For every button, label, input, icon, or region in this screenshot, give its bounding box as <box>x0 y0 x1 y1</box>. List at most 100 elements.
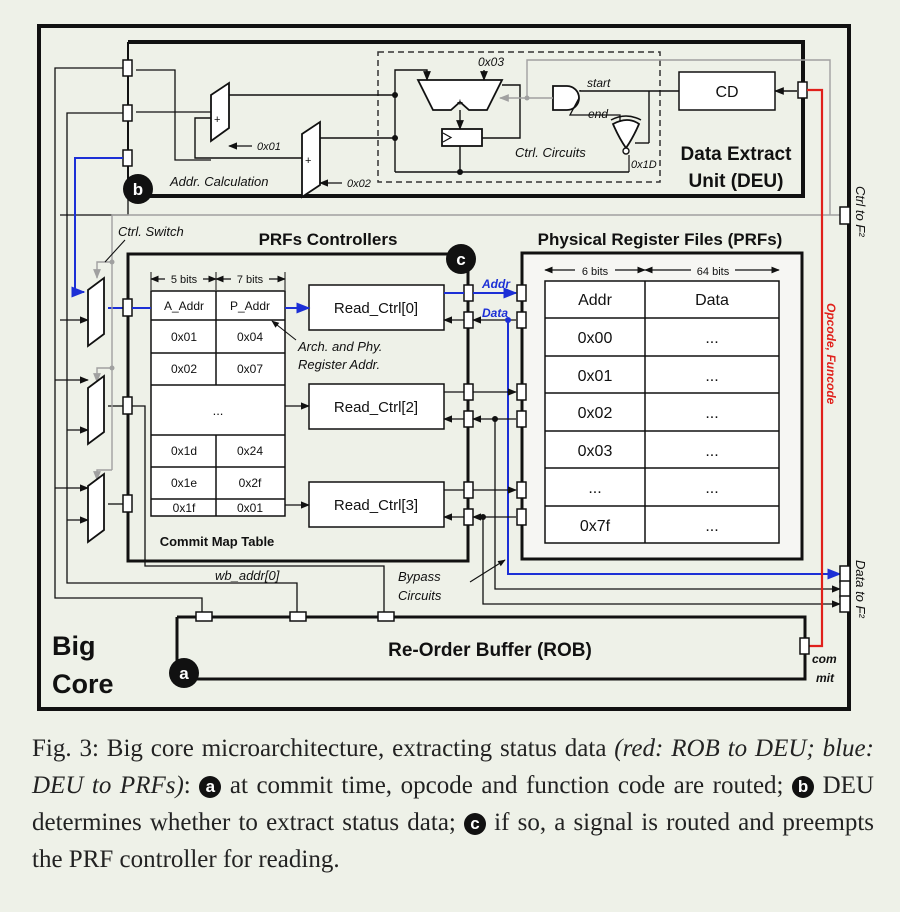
badge-a <box>169 658 199 688</box>
svg-text:+: + <box>457 97 463 109</box>
caption-part-5: DEU determines whether to extract status… <box>32 772 874 836</box>
addr-calc-label: Addr. Calculation <box>169 174 269 189</box>
big-core-frame <box>37 24 851 711</box>
badge-b <box>123 174 153 204</box>
prf-cell: ... <box>705 368 718 385</box>
caption-part-6: if so, a signal is routed and preempts t… <box>32 809 874 873</box>
register-icon <box>441 128 483 147</box>
badge-a-label: a <box>179 664 189 683</box>
prf-bus-wires: Addr Data Bypass Circuits wb_addr[0] <box>132 277 842 612</box>
ctrl-to-f2-label: Ctrl to F² <box>853 186 868 237</box>
deu-title-2: Unit (DEU) <box>689 171 784 192</box>
prf-cell: 0x00 <box>578 330 613 347</box>
wb-addr-label: wb_addr[0] <box>215 568 280 583</box>
red-opcode-path <box>807 88 824 648</box>
badge-b-label: b <box>133 180 143 199</box>
bits-6-label: 6 bits <box>582 266 609 278</box>
start-label: start <box>587 76 611 90</box>
right-side-ports: Opcode, Funcode Ctrl to F² Data to F² <box>807 88 868 648</box>
prf-controllers-title: PRFs Controllers <box>259 230 398 249</box>
cmt-cell: 0x24 <box>237 444 263 458</box>
prf-cell: ... <box>588 480 601 497</box>
svg-text:+: + <box>305 155 311 167</box>
cd-label: CD <box>715 84 738 101</box>
ctrl-circuits-label: Ctrl. Circuits <box>515 145 586 160</box>
caption-badge-a: a <box>199 776 222 798</box>
rob-title: Re-Order Buffer (ROB) <box>388 640 592 661</box>
prf-cell: ... <box>705 518 718 535</box>
big-core-label-2: Core <box>52 669 114 699</box>
ctrl-switch-mux-3-icon <box>87 472 105 544</box>
read-ctrl-2-label: Read_Ctrl[2] <box>334 399 418 416</box>
col-a-addr: A_Addr <box>164 299 204 313</box>
bypass-label: Bypass <box>398 569 441 584</box>
ctrl-to-f2-port <box>839 206 851 225</box>
prf-cell: 0x01 <box>578 368 613 385</box>
hex-03-label: 0x03 <box>478 55 504 69</box>
bits-7-label: 7 bits <box>237 274 264 286</box>
ctrl-switch-mux-2-icon <box>87 374 105 446</box>
adder-icon <box>416 79 504 111</box>
caption-part-1: Fig. 3: Big core microarchitecture, extr… <box>32 735 615 762</box>
arch-phy-label-2: Register Addr. <box>298 357 380 372</box>
data-to-f2-port-1 <box>839 580 851 598</box>
cmt-cell: 0x02 <box>171 362 197 376</box>
read-ctrl-0-label: Read_Ctrl[0] <box>334 300 418 317</box>
prf-cell: 0x03 <box>578 443 613 460</box>
rob-block: Re-Order Buffer (ROB) com mit a <box>169 611 837 688</box>
figure-caption: Fig. 3: Big core microarchitecture, extr… <box>32 730 874 878</box>
xnor-gate-icon <box>611 119 641 150</box>
svg-text:+: + <box>214 114 220 126</box>
deu-title: Data Extract <box>681 144 793 165</box>
prf-cell: ... <box>705 480 718 497</box>
cmt-cell: 0x07 <box>237 362 263 376</box>
prf-cell: 0x7f <box>580 518 611 535</box>
commit-map-table: A_Addr P_Addr 0x01 0x04 0x02 0x07 ... 0x… <box>150 290 286 549</box>
data-to-f2-port-2 <box>839 595 851 613</box>
prfs-block: Physical Register Files (PRFs) 6 bits 64… <box>516 230 804 561</box>
deu-block: CD Data Extract Unit (DEU) + 0x03 start … <box>122 40 831 215</box>
hex-02-label: 0x02 <box>347 178 371 190</box>
bypass-label-2: Circuits <box>398 588 442 603</box>
big-core-diagram: Big Core CD Data Extract Unit (DEU) + 0x… <box>37 24 868 711</box>
ctrl-circuits-box <box>377 51 661 183</box>
data-to-f2-port-0 <box>839 565 851 583</box>
read-ctrl-3 <box>308 481 445 528</box>
bits-64-label: 64 bits <box>697 266 730 278</box>
end-label: end <box>588 107 608 121</box>
commit-label-2: mit <box>816 671 835 685</box>
bits-5-label: 5 bits <box>171 274 198 286</box>
arch-phy-label: Arch. and Phy. <box>297 339 382 354</box>
prf-col-addr: Addr <box>578 292 612 309</box>
read-ctrl-3-label: Read_Ctrl[3] <box>334 497 418 514</box>
cmt-cell: 0x1e <box>171 476 197 490</box>
commit-map-table-caption: Commit Map Table <box>160 534 275 549</box>
prf-cell: ... <box>705 443 718 460</box>
cmt-cell: 0x04 <box>237 330 263 344</box>
caption-color-key: (red: ROB to DEU; blue: DEU to PRFs) <box>32 735 874 799</box>
ctrl-switch-mux-0-icon <box>87 276 105 348</box>
badge-c <box>446 244 476 274</box>
data-to-f2-label: Data to F² <box>853 560 868 618</box>
prf-cell: 0x02 <box>578 405 613 422</box>
prf-controllers-block: PRFs Controllers c 5 bits 7 bits A_Addr … <box>122 230 476 563</box>
left-routing: Ctrl. Switch <box>54 67 840 612</box>
prf-cell: ... <box>705 330 718 347</box>
cmt-cell: 0x01 <box>237 501 263 515</box>
hex-01-label: 0x01 <box>257 141 281 153</box>
commit-label: com <box>812 652 837 666</box>
addr-bus-label: Addr <box>481 277 511 291</box>
addr-mux-1-icon <box>210 81 230 143</box>
hex-1d-label: 0x1D <box>631 159 657 171</box>
badge-c-label: c <box>456 250 465 269</box>
prfs-title: Physical Register Files (PRFs) <box>538 230 783 249</box>
cmt-cell: 0x1f <box>173 501 196 515</box>
big-core-label: Big <box>52 631 96 661</box>
caption-badge-c: c <box>464 813 487 835</box>
data-bus-label: Data <box>482 306 508 320</box>
prf-cell: ... <box>705 405 718 422</box>
caption-badge-b: b <box>792 776 815 798</box>
col-p-addr: P_Addr <box>230 299 270 313</box>
cmt-cell: 0x2f <box>239 476 262 490</box>
prf-table: Addr Data 0x00 ... 0x01 ... 0x02 ... 0x0… <box>544 280 780 544</box>
